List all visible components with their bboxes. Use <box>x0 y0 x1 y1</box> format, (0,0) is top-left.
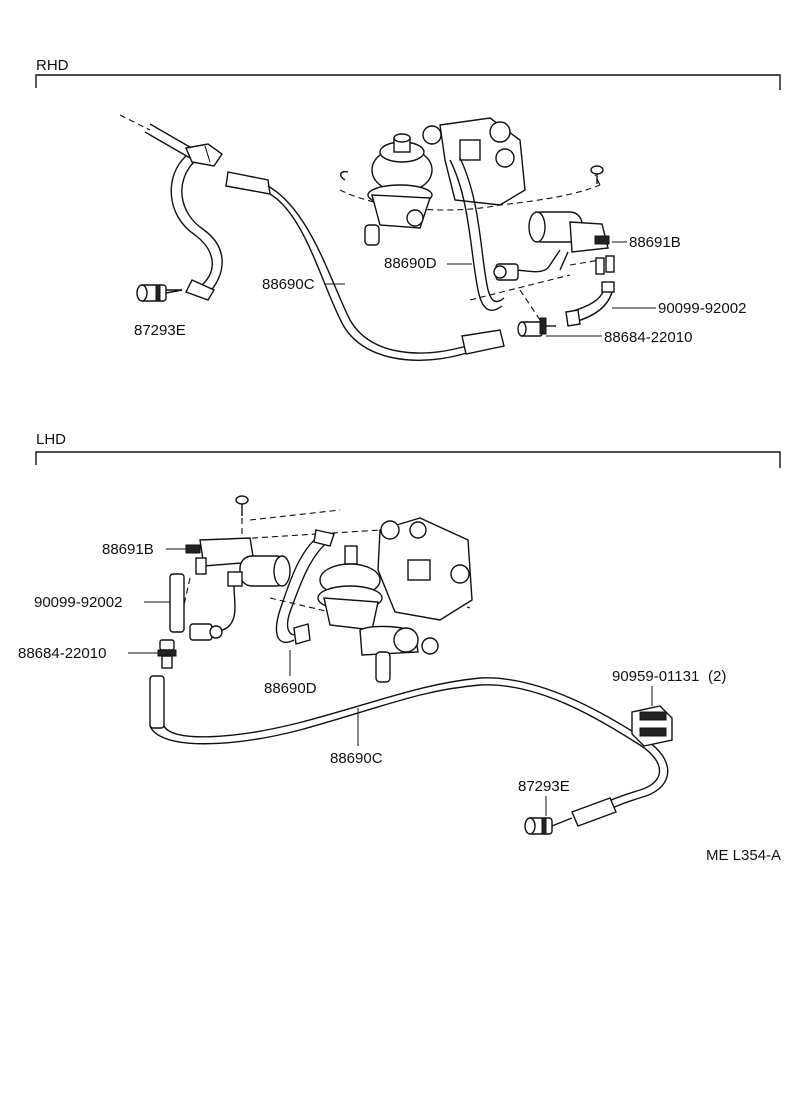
rhd-label-filter: 87293E <box>134 322 186 339</box>
rhd-title: RHD <box>36 57 69 74</box>
rhd-vacuum-valve <box>517 317 556 337</box>
rhd-hose-88690c <box>225 171 505 361</box>
lhd-clip-90959-01131 <box>631 705 673 747</box>
lhd-screw <box>235 495 249 535</box>
rhd-hose-to-filter <box>170 155 223 301</box>
lhd-connector <box>189 585 236 641</box>
lhd-throttle-body <box>317 517 473 683</box>
rhd-label-hose-c: 88690C <box>262 276 315 293</box>
lhd-label-vsv: 88691B <box>102 541 154 558</box>
rhd-label-hose-d: 88690D <box>384 255 437 272</box>
rhd-label-vacuum-valve: 88684-22010 <box>604 329 692 346</box>
rhd-throttle-body <box>340 117 526 246</box>
rhd-connector <box>493 263 549 281</box>
lhd-label-clip-qty: (2) <box>708 668 726 685</box>
lhd-label-vacuum-valve: 88684-22010 <box>18 645 106 662</box>
rhd-hose-90099-92002 <box>565 281 615 327</box>
lhd-label-filter: 87293E <box>518 778 570 795</box>
rhd-section: RHD 87293E <box>35 57 781 361</box>
rhd-label-hose-92002: 90099-92002 <box>658 300 746 317</box>
lhd-label-hose-d: 88690D <box>264 680 317 697</box>
lhd-label-clip: 90959-01131 <box>612 668 699 685</box>
rhd-pipe-top-left <box>119 114 196 159</box>
lhd-title: LHD <box>36 431 66 448</box>
lhd-hose-88690c <box>149 675 669 827</box>
rhd-filter-87293e <box>136 284 183 302</box>
lhd-vacuum-valve <box>157 639 177 669</box>
rhd-hose-88690d <box>449 157 505 311</box>
lhd-vsv-88691b <box>185 537 291 587</box>
lhd-section: LHD 88691B <box>18 431 781 835</box>
lhd-hose-90099-92002 <box>169 573 185 633</box>
rhd-clamp <box>185 143 223 167</box>
lhd-bracket <box>35 451 781 468</box>
rhd-vsv-88691b <box>528 211 615 275</box>
diagram-reference-code: ME L354-A <box>706 847 781 864</box>
rhd-bracket <box>35 74 781 90</box>
lhd-label-hose-92002: 90099-92002 <box>34 594 122 611</box>
lhd-hose-88690d <box>275 529 335 645</box>
rhd-screw <box>590 165 604 184</box>
rhd-label-vsv: 88691B <box>629 234 681 251</box>
lhd-filter-87293e <box>524 817 573 835</box>
lhd-label-hose-c: 88690C <box>330 750 383 767</box>
